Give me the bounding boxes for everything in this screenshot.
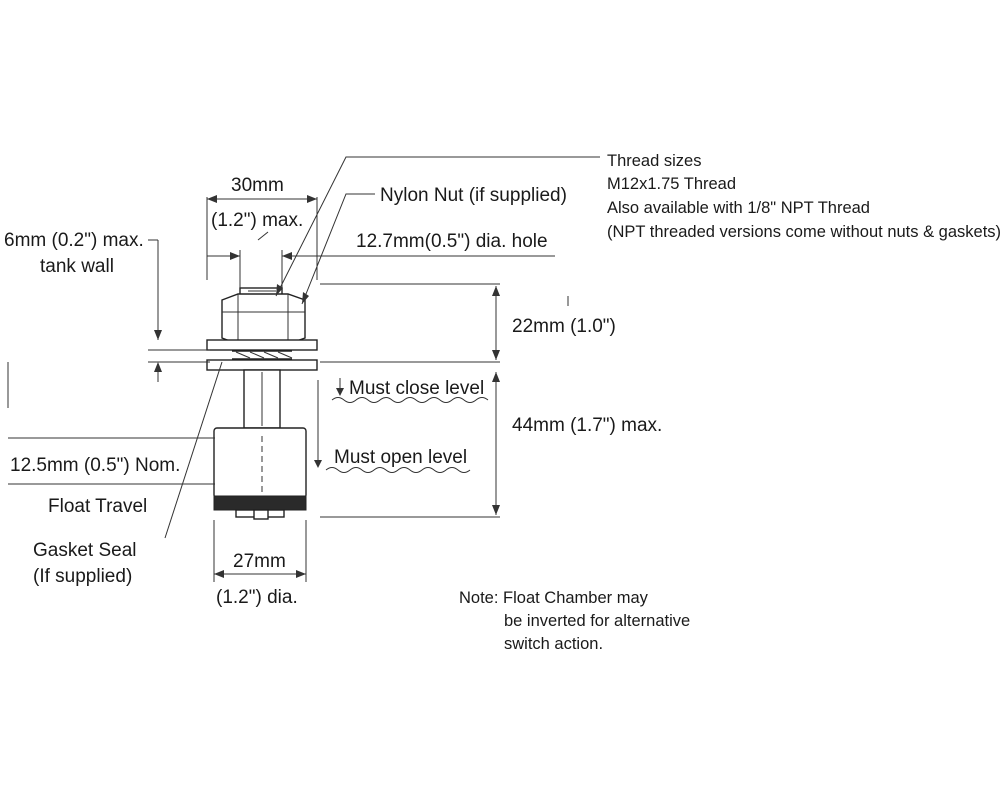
note-line-3: switch action.: [504, 635, 603, 653]
dimension-lines: [7, 156, 600, 582]
label-width-top: 30mm: [231, 175, 284, 196]
label-gasket-2: (If supplied): [33, 566, 132, 587]
label-diameter: 27mm: [233, 551, 286, 572]
nylon-nut: [221, 293, 306, 345]
note-line-1: Note: Float Chamber may: [459, 589, 649, 607]
float-band: [213, 495, 307, 511]
top-washer: [206, 339, 318, 351]
thread-info: Thread sizes M12x1.75 Thread Also availa…: [607, 152, 1000, 241]
dimension-labels: 30mm (1.2") max. Nylon Nut (if supplied)…: [4, 175, 662, 608]
thread-line-1: Thread sizes: [607, 152, 701, 170]
inversion-note: Note: Float Chamber may be inverted for …: [459, 589, 690, 653]
label-tank-wall-2: tank wall: [40, 256, 114, 277]
label-hole: 12.7mm(0.5") dia. hole: [356, 231, 548, 252]
note-line-2: be inverted for alternative: [504, 612, 690, 630]
label-diameter-imperial: (1.2") dia.: [216, 587, 298, 608]
label-gasket-1: Gasket Seal: [33, 540, 137, 561]
label-float-nom: 12.5mm (0.5") Nom.: [10, 455, 180, 476]
thread-line-4: (NPT threaded versions come without nuts…: [607, 223, 1000, 241]
label-tank-wall-1: 6mm (0.2") max.: [4, 230, 144, 251]
thread-line-3: Also available with 1/8" NPT Thread: [607, 199, 870, 217]
label-float-travel: Float Travel: [48, 496, 147, 517]
label-must-close: Must close level: [349, 378, 484, 399]
label-height-top: 22mm (1.0"): [512, 316, 616, 337]
gasket-washer: [206, 359, 318, 371]
label-nylon-nut: Nylon Nut (if supplied): [380, 185, 567, 206]
clip-center: [253, 509, 269, 520]
float-body: [213, 427, 307, 499]
thread-line-2: M12x1.75 Thread: [607, 175, 736, 193]
label-width-top-imperial: (1.2") max.: [211, 210, 303, 231]
label-height-total: 44mm (1.7") max.: [512, 415, 662, 436]
float-switch-drawing: [206, 287, 318, 520]
label-must-open: Must open level: [334, 447, 467, 468]
